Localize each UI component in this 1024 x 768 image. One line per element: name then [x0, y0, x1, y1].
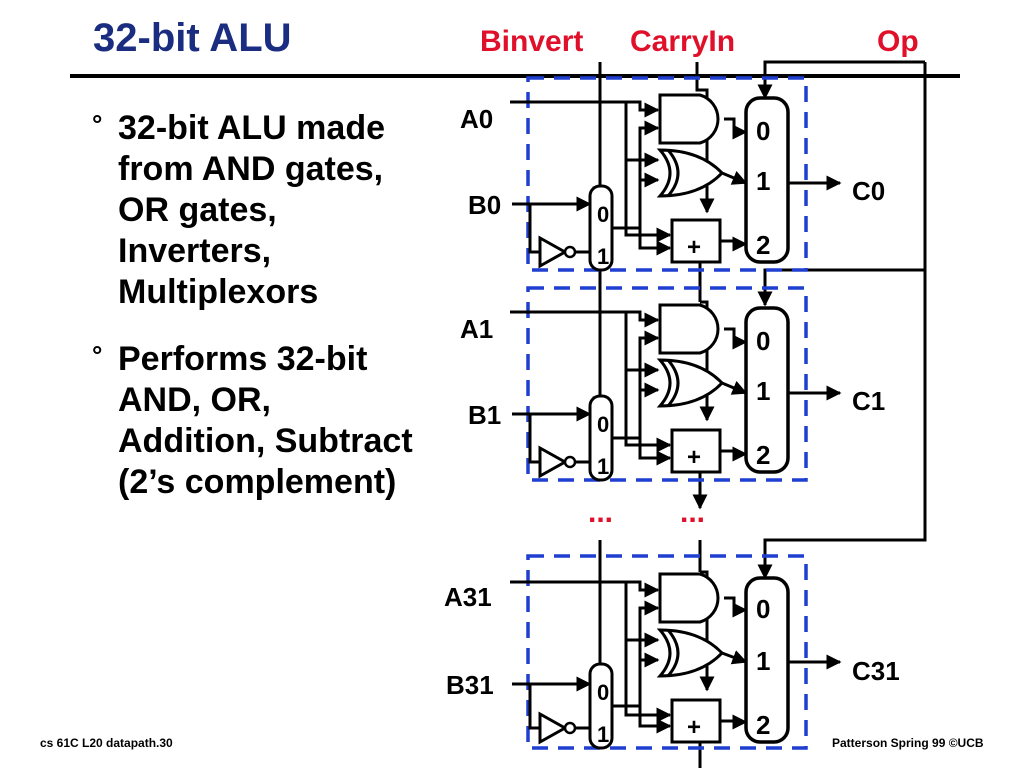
or-gate-curve: [666, 359, 680, 407]
result-mux: [744, 306, 790, 474]
or-gate-curve: [666, 149, 680, 197]
slide-title: 32-bit ALU: [93, 16, 292, 60]
result-mux: [744, 576, 790, 744]
and-gate: [658, 572, 720, 624]
inverter-bubble: [563, 721, 577, 735]
output-label: C0: [852, 176, 885, 206]
input-b-label: B31: [446, 670, 494, 700]
carryin-label: CarryIn: [630, 25, 736, 58]
and-out-wire: [724, 117, 748, 140]
b-wire: [612, 120, 660, 230]
output-label: C1: [852, 386, 885, 416]
inverter-bubble: [563, 245, 577, 259]
mux-input-label: 2: [756, 230, 770, 260]
input-a-label: A31: [444, 582, 492, 612]
input-b-label: B1: [468, 400, 501, 430]
and-out-wire: [724, 596, 748, 618]
or-out-wire: [721, 650, 748, 665]
a-wire: [624, 160, 672, 243]
output-label: C31: [852, 656, 900, 686]
binvert-label: Binvert: [480, 25, 584, 58]
mux-input-label: 2: [756, 710, 770, 740]
title-rule: [70, 74, 960, 78]
and-out-wire: [724, 327, 748, 350]
sum-out-wire: [720, 714, 748, 730]
input-b-label: B0: [468, 190, 501, 220]
mux-input-label: 1: [756, 646, 770, 676]
mux-input-label: 0: [756, 594, 770, 624]
sum-out-wire: [720, 446, 748, 462]
b-wire: [612, 330, 660, 440]
or-out-wire: [721, 170, 748, 185]
alu-stage-0: A0 B0 0 1 + 0 1 2 C0: [460, 76, 885, 272]
input-a-label: A0: [460, 104, 493, 134]
a-wire: [624, 640, 672, 723]
input-a-label: A1: [460, 314, 493, 344]
or-gate-curve: [666, 629, 680, 677]
a-wire: [510, 580, 660, 598]
b-wire: [638, 706, 672, 734]
mux-input-label: 1: [597, 722, 609, 747]
a-wire: [510, 100, 660, 118]
adder-box: [670, 428, 722, 474]
bullet-text: Performs 32-bit AND, OR, Addition, Subtr…: [118, 340, 413, 501]
adder-box: [670, 698, 722, 744]
alu-stage-31: A31 B31 0 1 + 0 1 2 C31: [444, 554, 900, 750]
ellipsis-binvert: ...: [588, 496, 613, 529]
mux-input-label: 0: [756, 326, 770, 356]
mux-input-label: 0: [597, 202, 609, 227]
op-wire: [757, 268, 925, 307]
stage-boundary: [526, 76, 808, 272]
bullet-marker: °: [92, 340, 103, 370]
b-wire: [528, 204, 540, 254]
bullet-item: ° Performs 32-bit AND, OR, Addition, Sub…: [92, 339, 422, 503]
op-wire: [757, 60, 925, 100]
or-gate: [656, 358, 725, 408]
b-wire: [638, 228, 672, 256]
a-wire: [510, 310, 660, 328]
bullet-item: ° 32-bit ALU made from AND gates, OR gat…: [92, 108, 422, 313]
a-wire: [624, 370, 672, 453]
mux-input-label: 1: [756, 376, 770, 406]
mux-input-label: 2: [756, 440, 770, 470]
inverter-bubble: [563, 455, 577, 469]
adder-symbol: +: [687, 234, 701, 261]
mux-input-label: 0: [597, 680, 609, 705]
inverter-gate: [538, 445, 569, 479]
inverter-gate: [538, 711, 569, 745]
and-gate: [658, 303, 720, 355]
or-gate: [656, 628, 725, 678]
sum-out-wire: [720, 236, 748, 252]
bullet-list: ° 32-bit ALU made from AND gates, OR gat…: [92, 108, 422, 529]
or-out-wire: [721, 380, 748, 395]
and-gate: [658, 93, 720, 145]
inverter-gate: [538, 235, 569, 269]
op-label: Op: [877, 25, 919, 58]
b-wire: [528, 414, 540, 464]
bullet-text: 32-bit ALU made from AND gates, OR gates…: [118, 109, 386, 311]
mux-input-label: 0: [597, 412, 609, 437]
adder-symbol: +: [687, 444, 701, 471]
ellipsis-carry: ...: [680, 496, 705, 529]
carryin-wire: [695, 62, 715, 214]
footer-credit: Patterson Spring 99 ©UCB: [832, 736, 984, 750]
mux-input-label: 1: [756, 166, 770, 196]
result-mux: [744, 96, 790, 264]
alu-stage-1: A1 B1 0 1 + 0 1 2 C1: [460, 286, 885, 482]
mux-input-label: 0: [756, 116, 770, 146]
or-gate: [656, 148, 725, 198]
footer-course: cs 61C L20 datapath.30: [40, 736, 173, 750]
adder-symbol: +: [687, 714, 701, 741]
bullet-marker: °: [92, 109, 103, 139]
b-wire: [638, 438, 672, 466]
mux-input-label: 1: [597, 244, 609, 269]
mux-input-label: 1: [597, 454, 609, 479]
stage-boundary: [526, 286, 808, 482]
b-wire: [528, 684, 540, 730]
b-wire: [612, 600, 660, 708]
stage-boundary: [526, 554, 808, 750]
